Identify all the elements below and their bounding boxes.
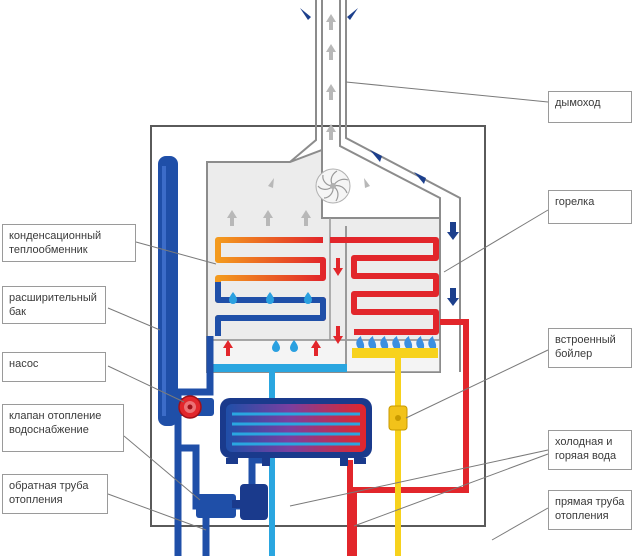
water-drop-icon bbox=[272, 340, 280, 352]
arrow-up-icon bbox=[301, 210, 311, 226]
label-cold-hot-water: холодная и горяая вода bbox=[548, 430, 632, 470]
arrow-down-icon bbox=[414, 172, 426, 184]
flame-icon bbox=[356, 336, 437, 348]
chamber-flow-arrows bbox=[227, 178, 370, 226]
arrow-down-icon bbox=[333, 326, 343, 344]
label-builtin-boiler: встроенный бойлер bbox=[548, 328, 632, 368]
water-drop-icon bbox=[304, 292, 312, 304]
water-drop-icon bbox=[290, 340, 298, 352]
intake-arrows bbox=[370, 150, 459, 306]
hot-flow-arrows bbox=[223, 258, 343, 356]
main-heat-exchanger bbox=[330, 237, 439, 335]
label-valve: клапан отопление водоснабжение bbox=[2, 404, 124, 452]
chimney-flow-arrows bbox=[326, 14, 336, 140]
fan-icon bbox=[315, 168, 351, 204]
arrow-up-icon bbox=[326, 84, 336, 100]
label-return-pipe: обратная труба отопления bbox=[2, 474, 108, 514]
arrow-up-icon bbox=[263, 210, 273, 226]
arrow-up-icon bbox=[268, 178, 274, 188]
expansion-tank bbox=[158, 156, 178, 426]
arrow-down-icon bbox=[333, 258, 343, 276]
cold-water-header bbox=[207, 364, 347, 372]
water-drop-icon bbox=[266, 292, 274, 304]
label-condensing-exchanger: конденсационный теплообменник bbox=[2, 224, 136, 262]
water-drop-icon bbox=[229, 292, 237, 304]
arrow-down-icon bbox=[370, 150, 382, 162]
return-pipe bbox=[174, 336, 214, 556]
pump-icon bbox=[178, 395, 214, 419]
label-burner: горелка bbox=[548, 190, 632, 224]
condensing-heat-exchanger-lower bbox=[215, 282, 326, 336]
condensate-drops bbox=[229, 292, 312, 352]
leader-lines bbox=[107, 81, 549, 541]
arrow-up-icon bbox=[364, 178, 370, 188]
supply-pipe bbox=[351, 319, 469, 556]
arrow-up-icon bbox=[326, 124, 336, 140]
label-pump: насос bbox=[2, 352, 106, 382]
arrow-down-icon bbox=[447, 222, 459, 240]
return-pipe-branch bbox=[174, 420, 210, 556]
arrow-up-icon bbox=[326, 14, 336, 30]
burner bbox=[352, 336, 438, 358]
label-supply-pipe: прямая труба отопления bbox=[548, 490, 632, 530]
arrow-up-icon bbox=[227, 210, 237, 226]
exhaust-arrows bbox=[300, 8, 358, 20]
arrow-down-icon bbox=[447, 288, 459, 306]
builtin-boiler bbox=[220, 398, 372, 466]
diverter-valve bbox=[196, 484, 268, 520]
label-expansion-tank: расширительный бак bbox=[2, 286, 106, 324]
label-chimney: дымоход bbox=[548, 91, 632, 123]
arrow-up-icon bbox=[311, 340, 321, 356]
arrow-up-icon bbox=[223, 340, 233, 356]
arrow-up-icon bbox=[326, 44, 336, 60]
